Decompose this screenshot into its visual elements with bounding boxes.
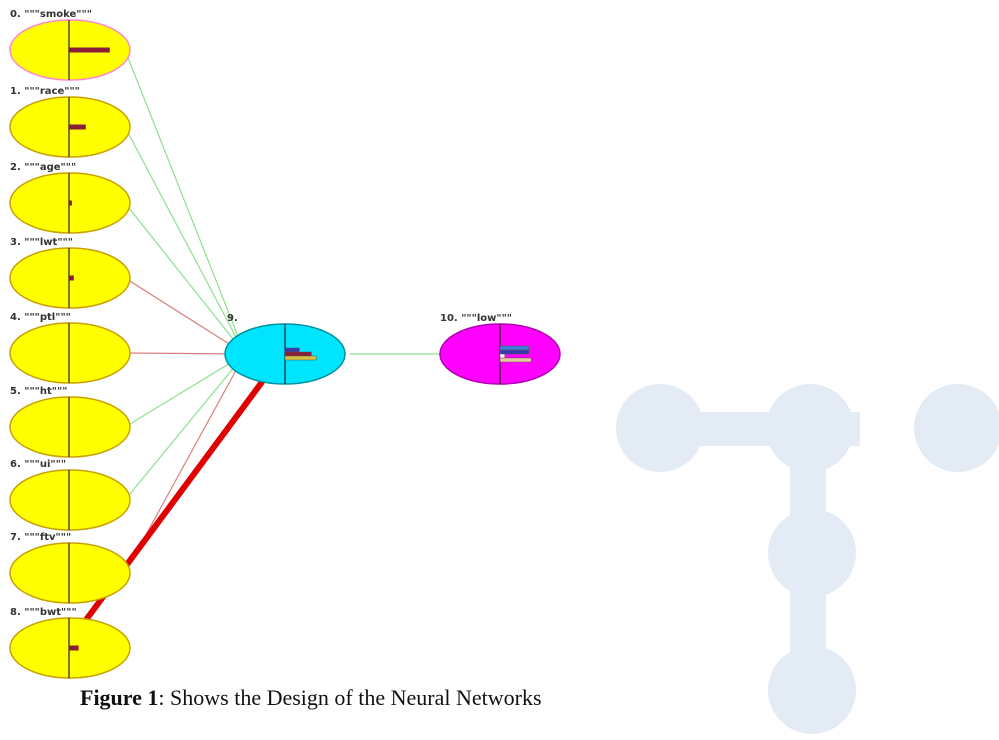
edge-3-to-9 [124,277,246,355]
watermark-circle-1 [766,384,854,472]
node-9-label: 9. [227,313,238,324]
node-7-ellipse [9,542,131,604]
node-4[interactable]: 4. """ptl""" [9,312,131,384]
edge-5-to-9 [124,353,246,428]
node-2[interactable]: 2. """age""" [9,162,131,234]
node-8-label: 8. """bwt""" [10,607,77,618]
node-1-label: 1. """race""" [10,86,80,97]
network-nodes: 0. """smoke""" 1. """race""" 2. """age""" 3… [9,9,561,679]
node-10[interactable]: 10. """low""" [439,313,561,385]
caption-text: : Shows the Design of the Neural Network… [158,685,542,710]
node-8-bar-0 [69,645,79,651]
node-9-bar-2 [284,355,317,361]
node-8[interactable]: 8. """bwt""" [9,607,131,679]
node-6-ellipse [9,469,131,531]
node-3-label: 3. """lwt""" [10,237,73,248]
node-9-bar-0 [284,347,300,353]
node-4-ellipse [9,322,131,384]
node-7-label: 7. """ftv""" [10,532,71,543]
node-2-bar-0 [69,200,72,206]
watermark-circle-4 [768,646,856,734]
node-4-label: 4. """ptl""" [10,312,71,323]
node-2-label: 2. """age""" [10,162,76,173]
node-10-bar-2 [499,353,506,359]
node-0-label: 0. """smoke""" [10,9,92,20]
node-0[interactable]: 0. """smoke""" [9,9,131,81]
node-3[interactable]: 3. """lwt""" [9,237,131,309]
node-0-bar-0 [69,47,110,53]
watermark-logo [616,384,999,734]
node-5-label: 5. """ht""" [10,386,67,397]
node-5[interactable]: 5. """ht""" [9,386,131,458]
edge-2-to-9 [124,202,246,355]
watermark-circle-2 [914,384,999,472]
node-1[interactable]: 1. """race""" [9,86,131,158]
edge-0-to-9 [124,49,246,355]
node-1-bar-0 [69,124,86,130]
watermark-circle-0 [616,384,704,472]
node-10-bar-3 [499,357,532,363]
node-5-ellipse [9,396,131,458]
caption-figure-number: Figure 1 [80,685,159,710]
edge-1-to-9 [124,126,246,355]
watermark-circle-3 [768,509,856,597]
node-6[interactable]: 6. """ui""" [9,459,131,531]
node-7[interactable]: 7. """ftv""" [9,532,131,604]
edge-6-to-9 [124,353,246,501]
node-9-bar-1 [284,351,312,357]
node-10-bar-1 [499,349,530,355]
node-9[interactable]: 9. [224,313,346,385]
node-10-bar-0 [499,345,530,351]
node-6-label: 6. """ui""" [10,459,66,470]
node-10-label: 10. """low""" [440,313,512,324]
node-3-bar-0 [69,275,74,281]
figure-caption: Figure 1: Shows the Design of the Neural… [80,685,542,711]
